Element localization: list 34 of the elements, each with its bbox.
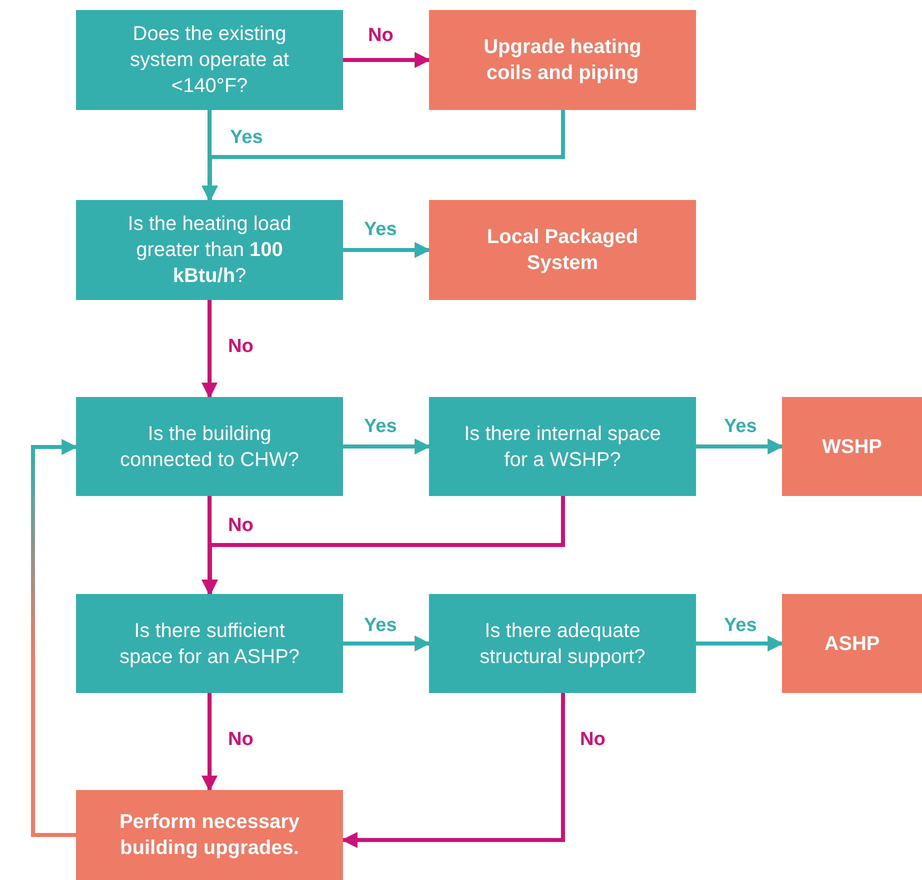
arrow bbox=[696, 636, 784, 652]
box-text: Is the building connected to CHW? bbox=[119, 422, 300, 472]
box-text: Perform necessary building upgrades. bbox=[118, 810, 301, 861]
arrow bbox=[341, 693, 565, 848]
box-text: Is the heating load greater than 100 kBtu/h? bbox=[126, 212, 292, 289]
decision-box bbox=[76, 397, 343, 496]
action-box bbox=[782, 397, 922, 496]
action-box bbox=[429, 10, 696, 110]
arrow bbox=[343, 438, 431, 454]
arrow bbox=[202, 110, 565, 202]
box-text: WSHP bbox=[822, 434, 882, 460]
decision-box bbox=[76, 200, 343, 300]
decision-box bbox=[76, 594, 343, 693]
action-box bbox=[429, 200, 696, 300]
box-text: Is there internal space for a WSHP? bbox=[463, 422, 662, 472]
box-text: Is there sufficient space for an ASHP? bbox=[118, 618, 301, 670]
action-box bbox=[782, 594, 922, 693]
box-text: Is there adequate structural support? bbox=[478, 618, 646, 670]
arrow bbox=[202, 693, 218, 792]
box-text: Local Packaged System bbox=[486, 225, 640, 276]
action-box bbox=[76, 790, 343, 880]
arrow bbox=[31, 439, 78, 837]
arrow bbox=[343, 636, 431, 652]
decision-box bbox=[76, 10, 343, 110]
arrow bbox=[202, 496, 565, 596]
box-text: Upgrade heating coils and piping bbox=[482, 35, 642, 86]
arrow bbox=[202, 300, 218, 399]
arrow bbox=[343, 242, 431, 258]
box-text: ASHP bbox=[824, 632, 880, 656]
arrow bbox=[696, 438, 784, 454]
decision-box bbox=[429, 594, 696, 693]
arrow bbox=[343, 52, 431, 68]
box-text: Does the existing system operate at <140°F? bbox=[129, 22, 290, 99]
decision-box bbox=[429, 397, 696, 496]
